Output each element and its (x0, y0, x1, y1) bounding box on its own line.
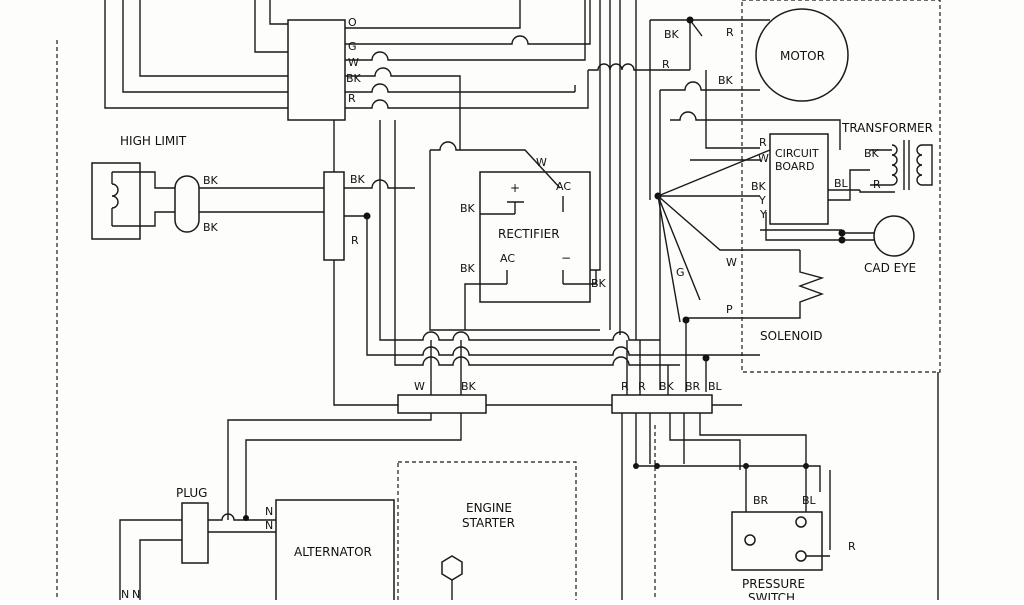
alternator-label: ALTERNATOR (294, 545, 372, 559)
board-w-label: W (758, 152, 769, 165)
board-y-label-2: Y (759, 208, 767, 221)
board-y-label-1: Y (758, 194, 766, 207)
board-bk-label: BK (751, 180, 767, 193)
solenoid-coil (686, 250, 825, 319)
transformer-label: TRANSFORMER (841, 121, 933, 135)
switch-r-label: R (348, 92, 356, 105)
circuit-board-label-1: CIRCUIT (775, 147, 819, 160)
terminal-bk-label: BK (350, 173, 366, 186)
terminal-strip-left (397, 394, 487, 414)
rectifier-bk-right-label: BK (591, 277, 607, 290)
circuit-board-label-2: BOARD (775, 160, 814, 173)
plug-n-bottom-label: N (265, 519, 273, 532)
plug-n-top-label: N (265, 505, 273, 518)
high-limit-bk-bottom-label: BK (203, 221, 219, 234)
engine-starter-label-2: STARTER (462, 516, 515, 530)
lower-bk2-label: BK (659, 380, 675, 393)
terminal-r-label: R (351, 234, 359, 247)
solenoid-w-label: W (726, 256, 737, 269)
xfmr-bk-label: BK (864, 147, 880, 160)
motor-bk-top-label: BK (664, 28, 680, 41)
switch-g-label: G (348, 40, 357, 53)
g-wire-label: G (676, 266, 685, 279)
rectifier-ac-top-label: AC (556, 180, 571, 193)
pressure-switch-label-1: PRESSURE (742, 577, 805, 591)
rectifier-plus-label: + (510, 181, 520, 195)
lower-bk-label: BK (461, 380, 477, 393)
ps-bl-label: BL (802, 494, 817, 507)
engine-enclosure-outline (397, 461, 577, 605)
plug-label: PLUG (176, 486, 207, 500)
switch-o-label: O (348, 16, 357, 29)
solenoid-label: SOLENOID (760, 329, 823, 343)
motor-label: MOTOR (780, 49, 825, 63)
rectifier-box (479, 171, 591, 303)
solenoid-p-label: P (726, 303, 733, 316)
switch-block (287, 19, 346, 121)
motor-bk-mid-label: BK (718, 74, 734, 87)
circuit-board-box (769, 133, 829, 225)
control-enclosure-outline (741, 0, 941, 373)
terminal-strip-right (611, 394, 713, 414)
high-limit-label: HIGH LIMIT (120, 134, 187, 148)
transformer-symbol (870, 140, 933, 190)
switch-w-label: W (348, 56, 359, 69)
xfmr-r-label: R (873, 178, 881, 191)
plug-n-left-2-label: N (132, 588, 140, 600)
board-r-label: R (759, 136, 767, 149)
board-bl-label: BL (834, 177, 849, 190)
ps-r-label: R (848, 540, 856, 553)
alternator-box (275, 499, 395, 605)
switch-bk-label: BK (346, 72, 362, 85)
cad-eye-symbol (873, 215, 915, 257)
rectifier-bk-left-label: BK (460, 262, 476, 275)
rectifier-bk-top-label: BK (460, 202, 476, 215)
plug-n-left-1-label: N (121, 588, 129, 600)
terminal-strip-vertical (323, 171, 345, 261)
high-limit-connector (174, 175, 200, 233)
motor-symbol (755, 8, 849, 102)
cad-eye-label: CAD EYE (864, 261, 916, 275)
ps-br-label: BR (753, 494, 769, 507)
rectifier-minus-label: − (561, 251, 571, 265)
rectifier-w-label: W (536, 156, 547, 169)
rectifier-label: RECTIFIER (498, 227, 560, 241)
lower-br-label: BR (685, 380, 701, 393)
starter-bolt-symbol (441, 555, 463, 581)
engine-starter-label-1: ENGINE (466, 501, 512, 515)
high-limit-bk-top-label: BK (203, 174, 219, 187)
motor-r-top-label: R (726, 26, 734, 39)
plug-box (181, 502, 209, 564)
rectifier-ac-bottom-label: AC (500, 252, 515, 265)
lower-r1-label: R (621, 380, 629, 393)
lower-bl-label: BL (708, 380, 723, 393)
pressure-switch-label-2: SWITCH (748, 591, 795, 600)
motor-r-mid-label: R (662, 58, 670, 71)
lower-r2-label: R (638, 380, 646, 393)
high-limit-box (91, 162, 141, 240)
lower-w-label: W (414, 380, 425, 393)
switch-block-labels: O G W BK R (346, 16, 362, 105)
